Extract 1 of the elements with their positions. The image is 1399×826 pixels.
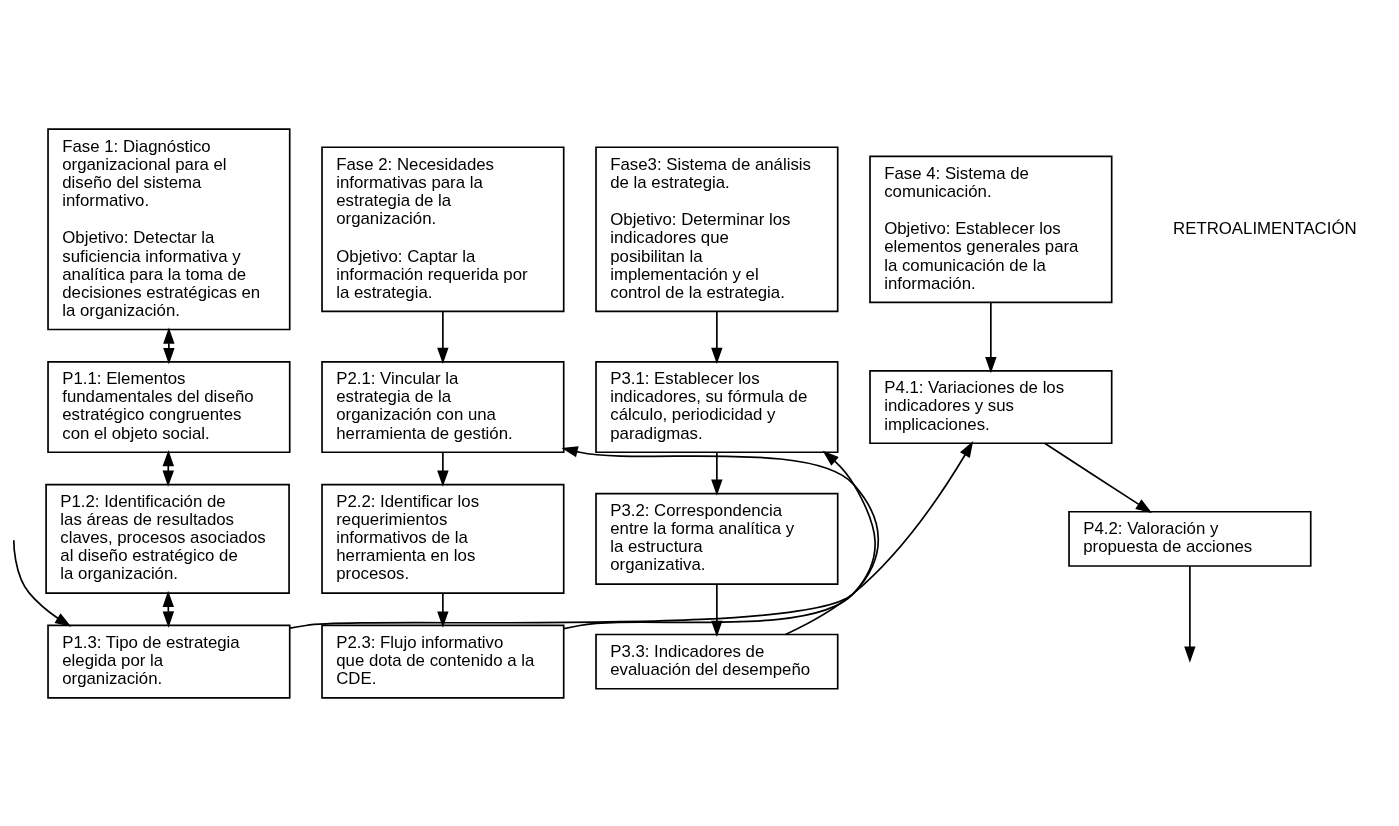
label: RETROALIMENTACIÓN xyxy=(1173,218,1357,238)
